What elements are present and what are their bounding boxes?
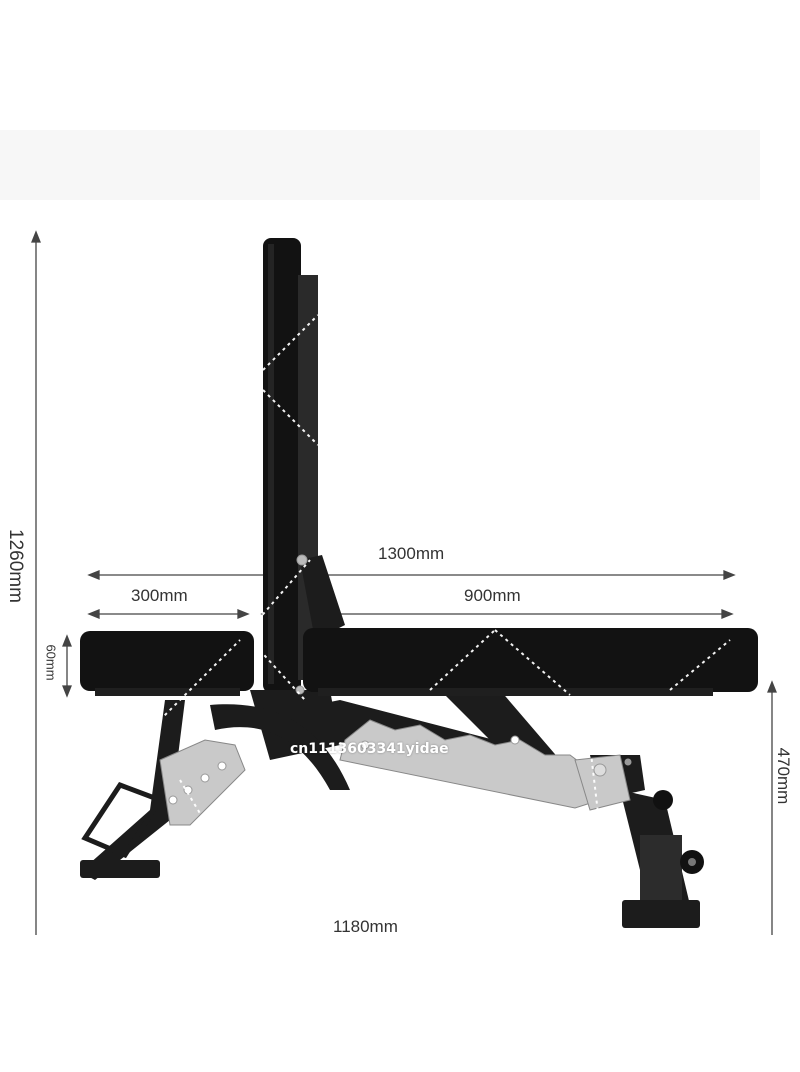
background-haze [0,130,760,200]
dimension-lines [31,230,777,935]
pad-thickness-label: 60mm [43,644,59,681]
photo-bottom-mask [0,935,800,1067]
watermark-lines [139,314,731,831]
back-rest-pad [303,628,758,692]
seat-pads [80,628,758,696]
base-length-label: 1180mm [333,917,398,936]
total-length-label: 1300mm [378,544,445,563]
seat-height-label: 470mm [774,747,793,805]
watermark-text: cn1113603341yidae [290,741,449,757]
back-pad [263,238,318,693]
back-pad-length-label: 900mm [464,586,521,605]
seat-pad [80,631,254,691]
seat-length-label: 300mm [131,586,188,605]
total-height-label: 1260mm [5,529,26,603]
ladder-holes [168,554,632,805]
adjustment-ladder [159,719,631,826]
